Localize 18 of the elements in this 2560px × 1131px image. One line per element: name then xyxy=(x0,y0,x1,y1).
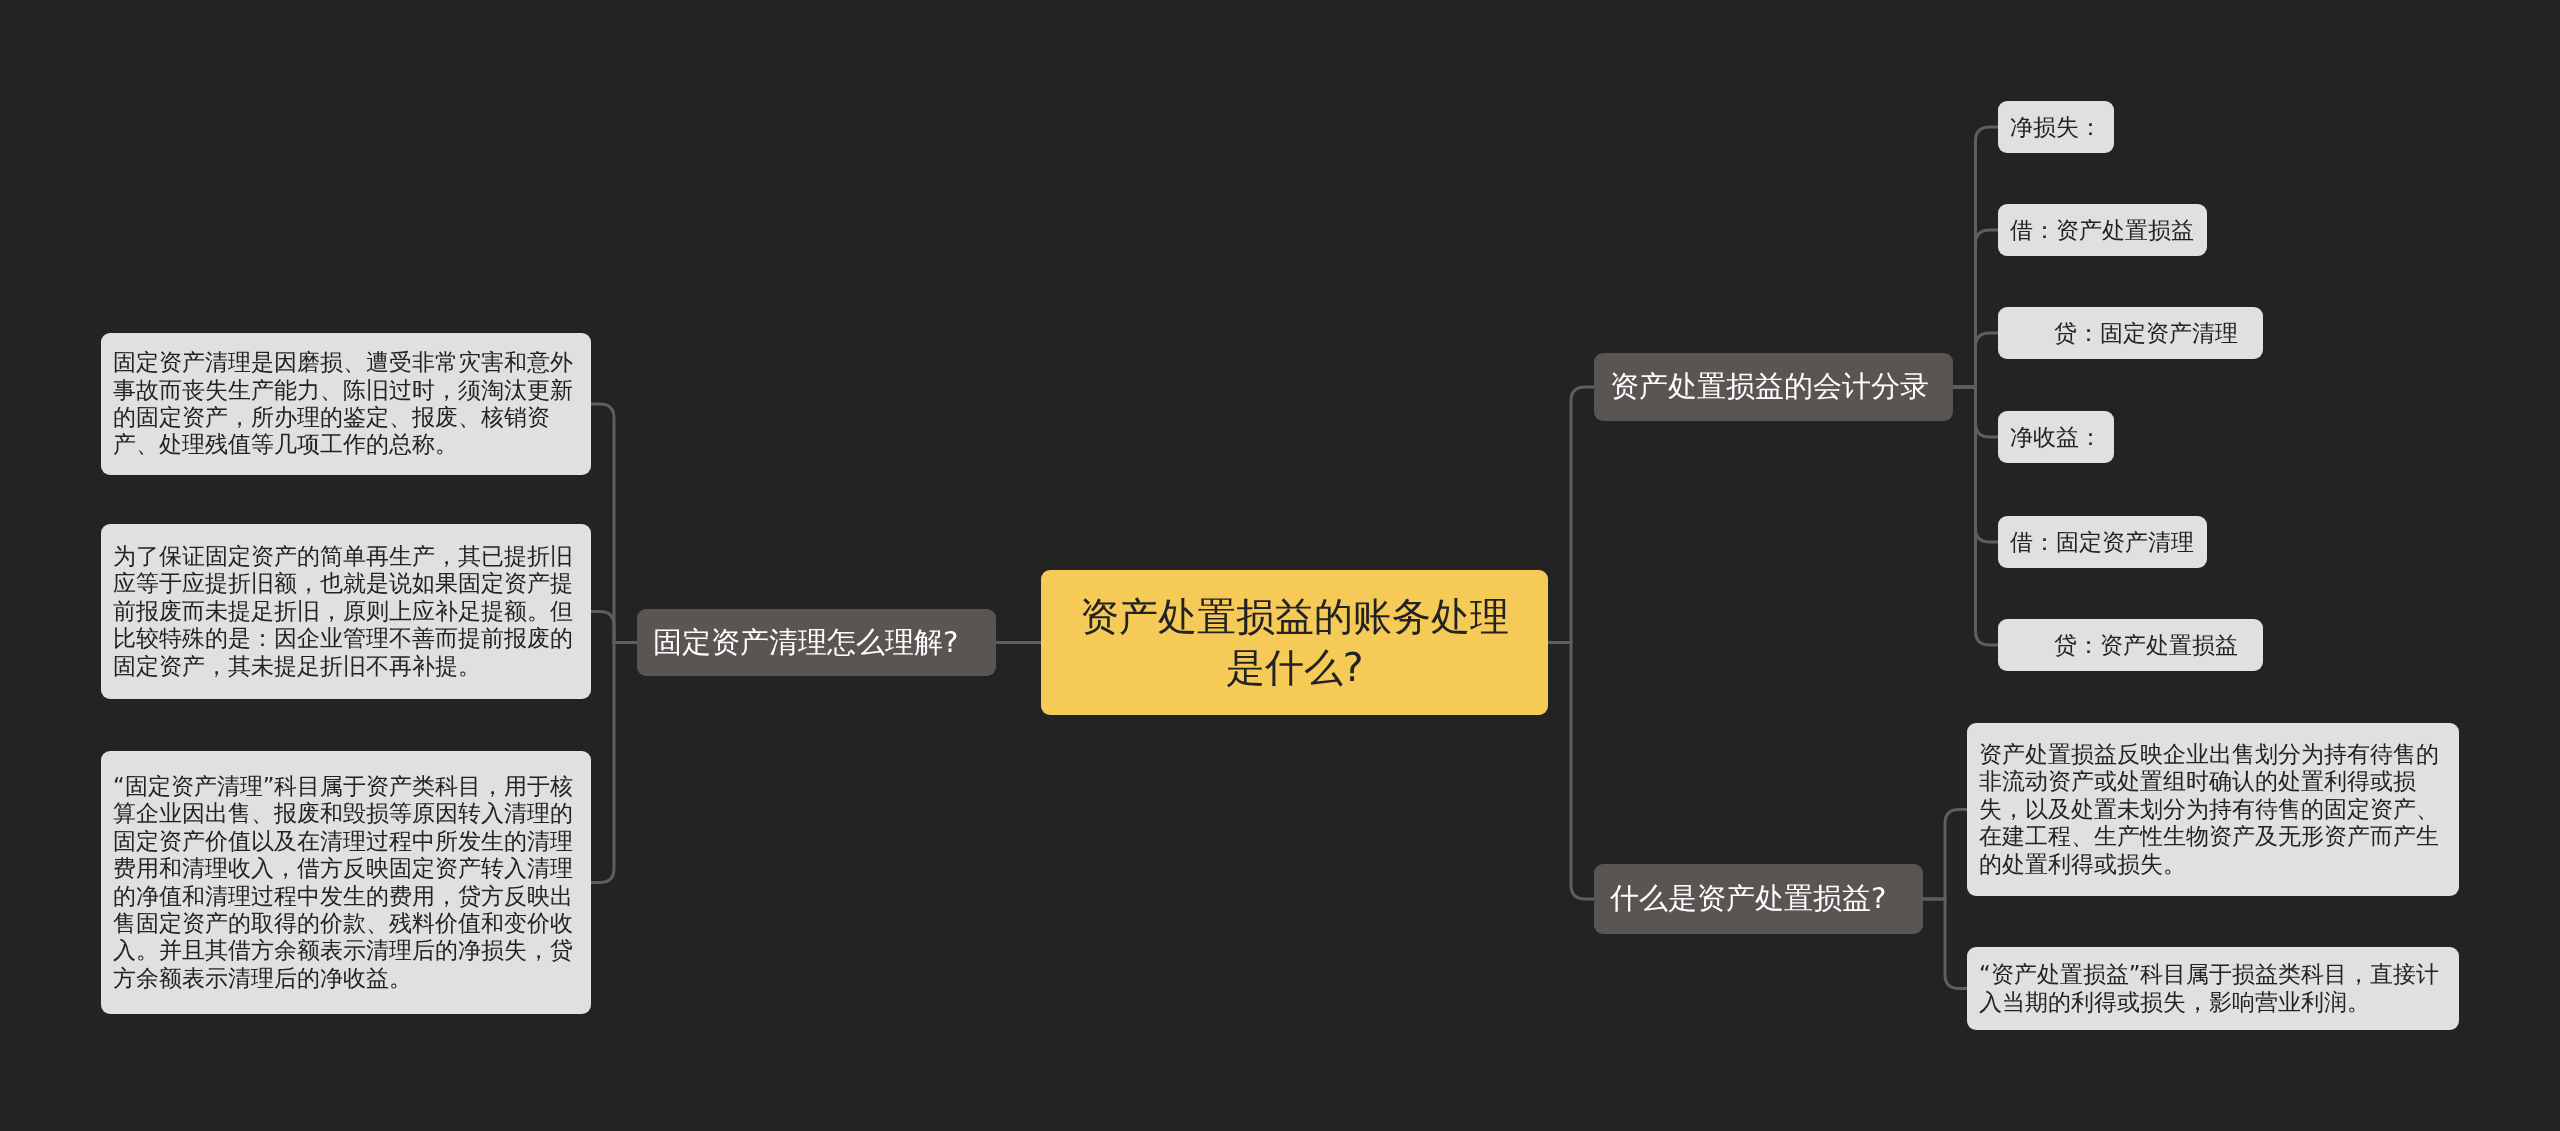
branch-topic-box: 固定资产清理怎么理解? xyxy=(637,609,996,676)
branch-topic-box: 什么是资产处置损益? xyxy=(1594,864,1923,934)
entry-box: 借：固定资产清理 xyxy=(1998,516,2207,568)
note-box: 固定资产清理是因磨损、遭受非常灾害和意外事故而丧失生产能力、陈旧过时，须淘汰更新的固定资产，所办理的鉴定、报废、核销资产、处理残值等几项工作的总称。 xyxy=(101,333,591,475)
branch-topic-box: 资产处置损益的会计分录 xyxy=(1594,353,1953,421)
central-topic-box: 资产处置损益的账务处理是什么? xyxy=(1041,570,1548,715)
entry-box: 贷：固定资产清理 xyxy=(1998,307,2263,359)
note-box: “资产处置损益”科目属于损益类科目，直接计入当期的利得或损失，影响营业利润。 xyxy=(1967,947,2459,1030)
entry-box: 借：资产处置损益 xyxy=(1998,204,2207,256)
connector-line xyxy=(1548,641,1594,901)
connector-line xyxy=(1923,897,1967,990)
note-box: 资产处置损益反映企业出售划分为持有待售的非流动资产或处置组时确认的处置利得或损失，以及处置未划分为持有待售的固定资产、在建工程、生产性生物资产及无形资产而产生的处置利得或损失。 xyxy=(1967,723,2459,896)
entry-box: 净收益： xyxy=(1998,411,2114,463)
note-box: 为了保证固定资产的简单再生产，其已提折旧应等于应提折旧额，也就是说如果固定资产提前报废而未提足折旧，原则上应补足提额。但比较特殊的是：因企业管理不善而提前报废的固定资产，其未提足折旧不再补提。 xyxy=(101,524,591,699)
connector-line xyxy=(996,641,1041,644)
note-box: “固定资产清理”科目属于资产类科目，用于核算企业因出售、报废和毁损等原因转入清理的固定资产价值以及在清理过程中所发生的清理费用和清理收入，借方反映固定资产转入清理的净值和清理过程中发生的费用，贷方反映出售固定资产的取得的价款、残料价值和变价收入。并且其借方余额表示清理后的净损失，贷方余额表示清理后的净收益。 xyxy=(101,751,591,1014)
entry-box: 净损失： xyxy=(1998,101,2114,153)
entry-box: 贷：资产处置损益 xyxy=(1998,619,2263,671)
